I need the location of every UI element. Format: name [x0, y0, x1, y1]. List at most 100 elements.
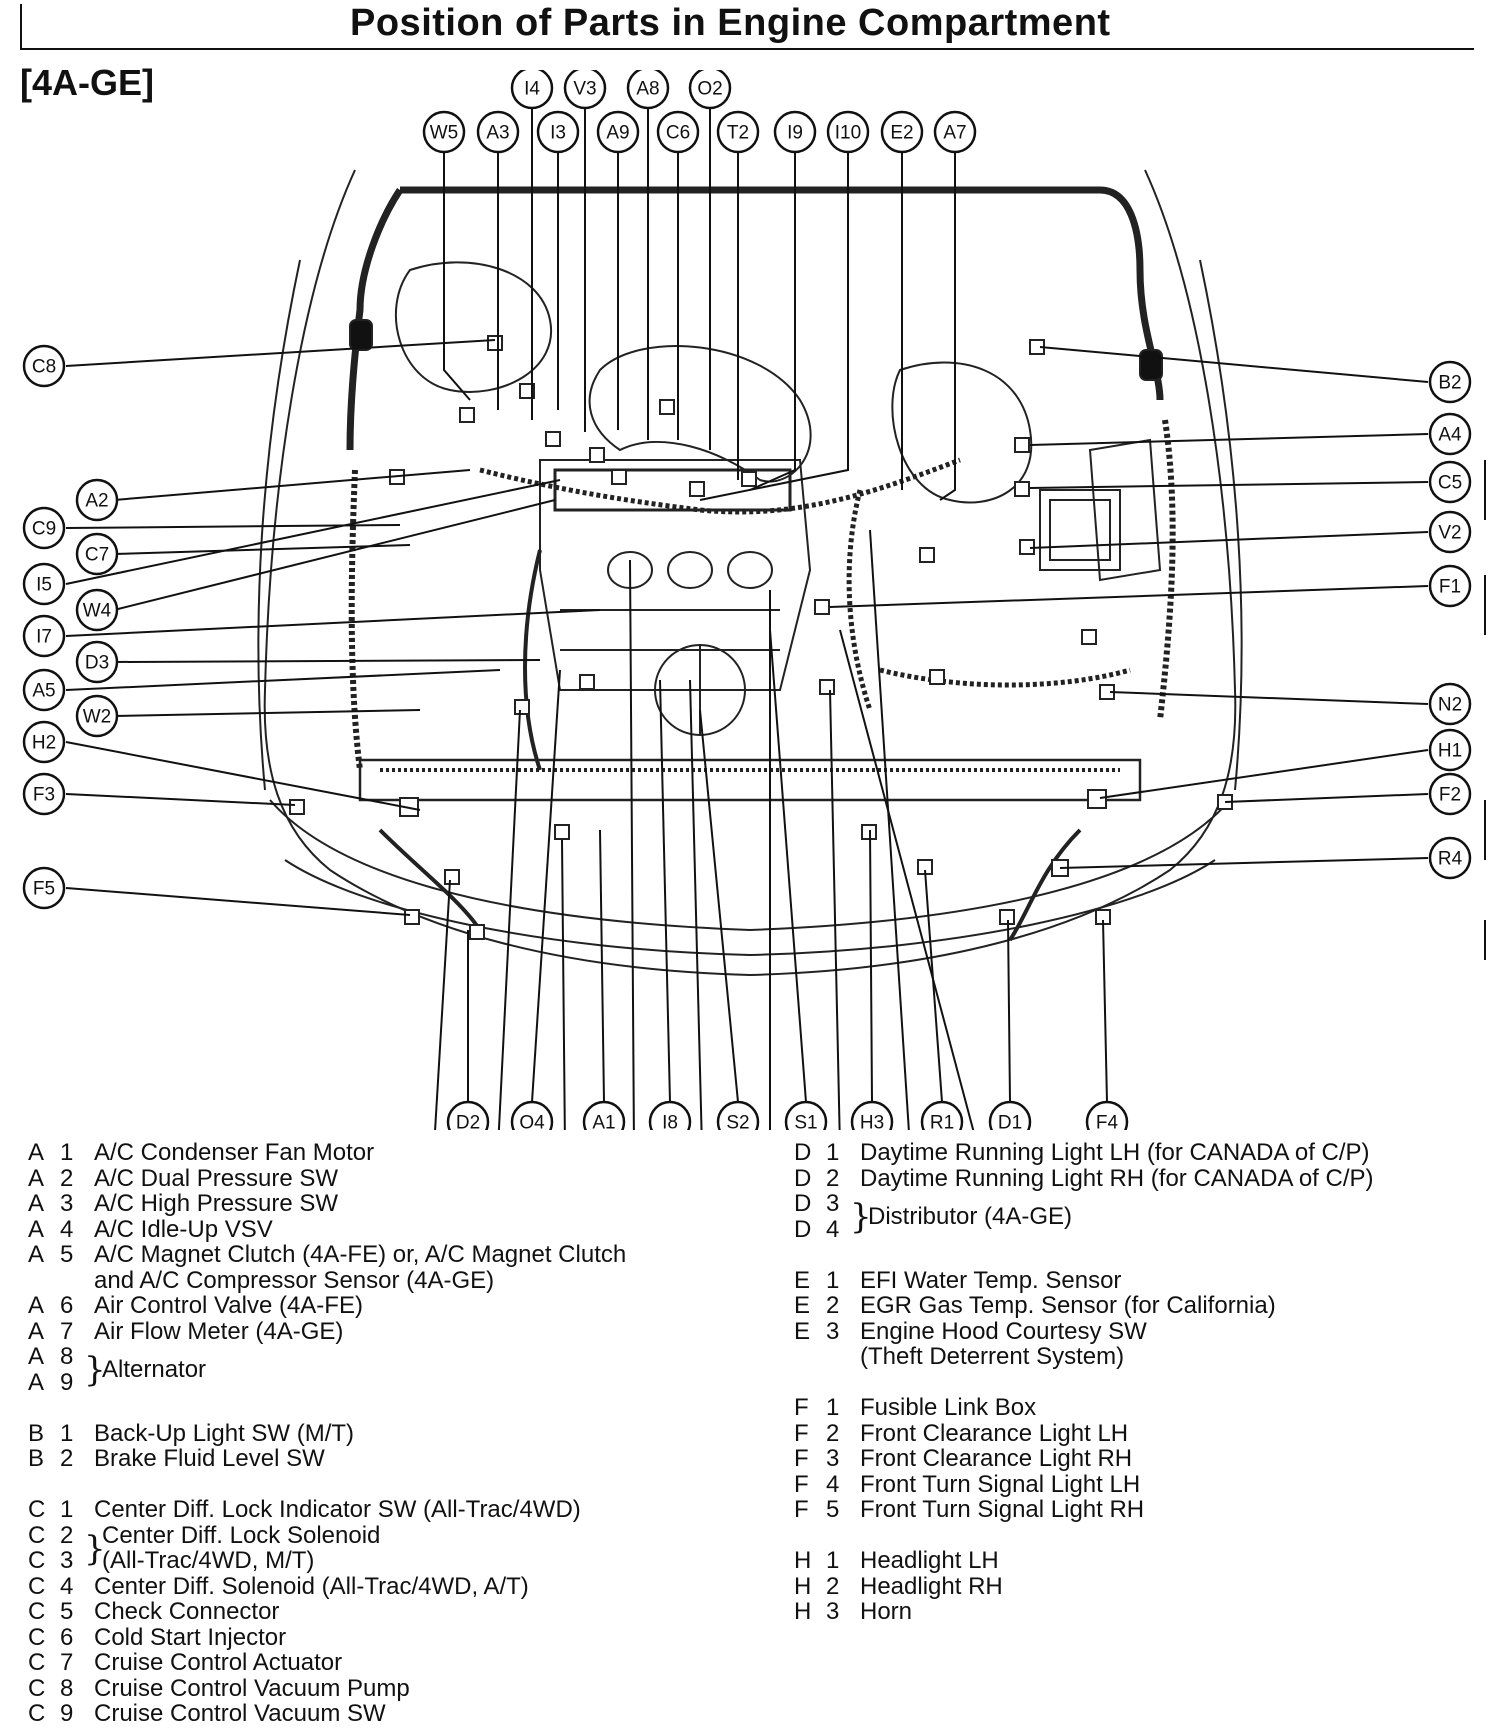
callout-label: W4 [83, 601, 112, 622]
legend-number: 3 [826, 1317, 840, 1345]
legend-letter: A [28, 1292, 45, 1319]
callout-label: A7 [943, 123, 966, 144]
legend-number: 1 [60, 1139, 74, 1166]
callout-label: A5 [32, 681, 55, 702]
callout-label: C7 [85, 545, 109, 566]
callout-label: I7 [36, 627, 52, 648]
callout-bubble [1428, 836, 1472, 880]
engine-model-label: [4A-GE] [20, 62, 154, 103]
legend-part-name: A/C Idle-Up VSV [94, 1215, 273, 1243]
legend-spacer [794, 1242, 1494, 1268]
callout-bubble [1428, 772, 1472, 816]
legend-part-name: EFI Water Temp. Sensor [860, 1266, 1122, 1294]
callout-bubble [1428, 460, 1472, 504]
legend-letter: C [28, 1674, 46, 1702]
legend-number: 8 [60, 1343, 74, 1370]
legend-number: 2 [826, 1572, 840, 1600]
legend-part-name: Air Control Valve (4A-FE) [94, 1292, 363, 1319]
legend-letter: A [28, 1215, 45, 1243]
legend-part-name: A/C Dual Pressure SW [94, 1164, 339, 1192]
legend-letter: F [794, 1445, 809, 1472]
legend-letter: C [28, 1623, 46, 1651]
legend-number: 6 [60, 1623, 74, 1651]
legend-part-name: Headlight RH [860, 1572, 1003, 1600]
callout-label: V3 [573, 79, 596, 100]
legend-letter: B [28, 1445, 45, 1472]
callout-label: F5 [33, 879, 55, 900]
legend-letter: F [794, 1496, 809, 1523]
legend-letter: F [794, 1419, 809, 1447]
legend-part-name: Front Clearance Light LH [860, 1419, 1129, 1447]
callout-label: O2 [697, 79, 722, 100]
legend-number: 5 [60, 1241, 74, 1268]
legend-letter: A [28, 1139, 45, 1166]
page-title: Position of Parts in Engine Compartment [350, 2, 1111, 44]
callout-bubble [1428, 360, 1472, 404]
callout-label: N2 [1438, 695, 1462, 716]
legend-entry: and A/C Compressor Sensor (4A-GE) [28, 1267, 728, 1294]
callout-label: A9 [606, 123, 629, 144]
legend-number: 9 [60, 1368, 74, 1396]
callout-label: S2 [726, 1113, 749, 1131]
legend-part-name: Daytime Running Light LH (for CANADA of … [860, 1139, 1370, 1166]
legend-letter: D [794, 1139, 812, 1166]
legend-part-name: Headlight LH [860, 1547, 999, 1574]
callout-label: F4 [1096, 1113, 1119, 1131]
callout-label: A1 [592, 1113, 615, 1131]
legend-spacer [28, 1395, 728, 1421]
legend-letter: D [794, 1190, 812, 1217]
callout-bubble [826, 110, 870, 154]
legend-letter: E [794, 1266, 811, 1294]
legend-part-name: A/C Magnet Clutch (4A-FE) or, A/C Magnet… [94, 1241, 627, 1268]
legend-letter: C [28, 1572, 46, 1600]
callout-bubble [1428, 412, 1472, 456]
callout-bubble [784, 1100, 828, 1130]
callout-label: F3 [33, 785, 55, 806]
callout-label: I8 [662, 1113, 678, 1131]
legend-letter: C [28, 1521, 46, 1549]
legend-part-name: Alternator [102, 1356, 207, 1383]
callout-bubble [688, 70, 732, 110]
callout-bubble [22, 614, 66, 658]
callout-bubble [510, 70, 554, 110]
legend-part-name: Front Turn Signal Light RH [860, 1496, 1145, 1523]
legend-part-name: Distributor (4A-GE) [868, 1203, 1073, 1230]
callout-bubble [850, 1100, 894, 1130]
title-left-rule [20, 4, 22, 50]
legend-part-name: Engine Hood Courtesy SW [860, 1317, 1147, 1345]
callout-bubble [22, 344, 66, 388]
callout-bubble [1428, 510, 1472, 554]
legend-part-name: Horn [860, 1598, 913, 1625]
legend-number: 3 [60, 1547, 74, 1574]
legend-letter: A [28, 1368, 45, 1396]
legend-number: 1 [826, 1394, 840, 1421]
legend-number: 4 [60, 1215, 74, 1243]
callout-label: H3 [860, 1113, 884, 1131]
callout-bubble [648, 1100, 692, 1130]
callout-bubble [596, 110, 640, 154]
legend-number: 4 [826, 1470, 840, 1498]
engine-compartment-diagram: I4V3A8O2W5A3I3A9C6T2I9I10E2A7C8A2C9C7I5W… [22, 70, 1472, 1131]
legend-number: 9 [60, 1700, 74, 1727]
callout-bubble [1428, 728, 1472, 772]
legend-part-name: A/C Condenser Fan Motor [94, 1139, 375, 1166]
callout-label: R1 [930, 1113, 954, 1131]
legend-number: 2 [826, 1164, 840, 1192]
legend-letter: C [28, 1598, 46, 1625]
legend-letter: D [794, 1164, 812, 1192]
callout-bubble [880, 110, 924, 154]
callout-label: D2 [456, 1113, 480, 1131]
legend-letter: C [28, 1547, 46, 1574]
